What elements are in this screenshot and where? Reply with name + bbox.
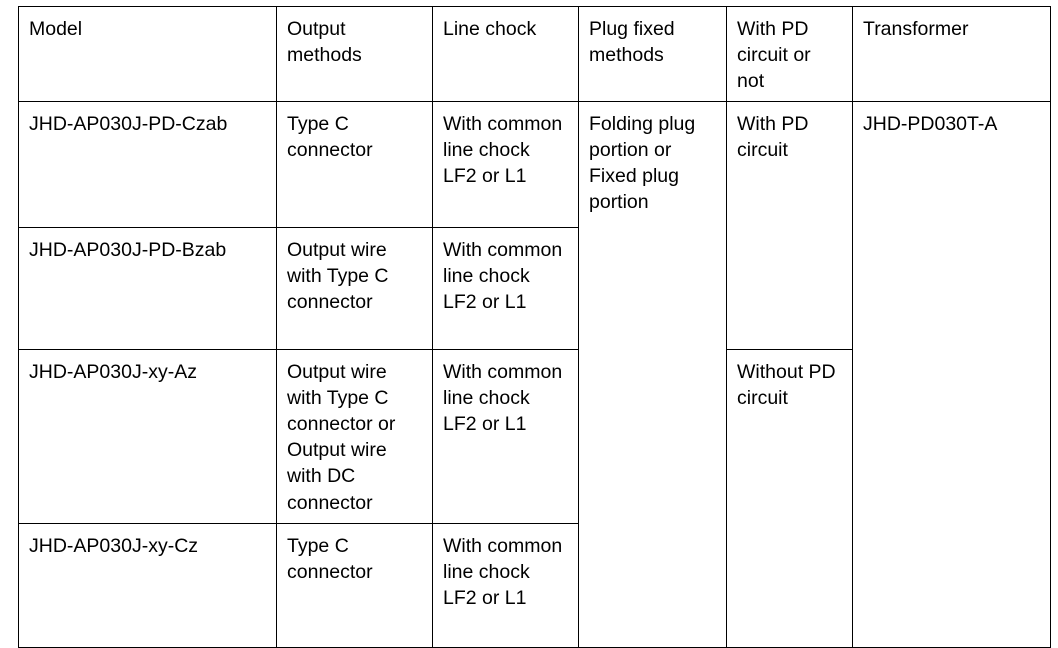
cell-output-methods: Output wire with Type C connector or Out…: [276, 348, 433, 524]
cell-line-chock: With common line chock LF2 or L1: [432, 100, 579, 228]
cell-transformer: JHD-PD030T-A: [852, 100, 1051, 648]
cell-pd-circuit-without: Without PD circuit: [726, 348, 853, 648]
cell-line-chock-text: With common line chock LF2 or L1: [443, 360, 563, 436]
cell-line-chock-text: With common line chock LF2 or L1: [443, 112, 563, 188]
table-row: JHD-AP030J-PD-Bzab Output wire with Type…: [18, 226, 1051, 350]
cell-model-text: JHD-AP030J-PD-Czab: [29, 112, 228, 135]
cell-output-methods: Type C connector: [276, 522, 433, 648]
cell-output-methods-text: Type C connector: [287, 112, 373, 161]
model-specification-table: Model Output methods Line chock Plug fix…: [18, 6, 1051, 648]
table-row: JHD-AP030J-xy-Az Output wire with Type C…: [18, 348, 1051, 648]
cell-model-text: JHD-AP030J-xy-Az: [29, 360, 197, 383]
column-header-pd-circuit: With PD circuit or not: [726, 6, 853, 102]
column-header-plug-fixed-methods-label: Plug fixed methods: [589, 18, 675, 67]
cell-model: JHD-AP030J-PD-Bzab: [18, 226, 277, 350]
cell-line-chock: With common line chock LF2 or L1: [432, 226, 579, 350]
cell-output-methods: Output wire with Type C connector: [276, 226, 433, 350]
column-header-model-label: Model: [29, 18, 83, 40]
cell-model-text: JHD-AP030J-PD-Bzab: [29, 238, 227, 261]
cell-plug-fixed-methods-text: Folding plug portion or Fixed plug porti…: [589, 112, 696, 214]
cell-line-chock: With common line chock LF2 or L1: [432, 348, 579, 524]
cell-line-chock-text: With common line chock LF2 or L1: [443, 238, 563, 314]
cell-pd-circuit-with: With PD circuit: [726, 100, 853, 350]
column-header-pd-circuit-label: With PD circuit or not: [737, 18, 811, 93]
cell-pd-circuit-with-text: With PD circuit: [737, 112, 809, 161]
table-row: JHD-AP030J-PD-Czab Type C connector With…: [18, 100, 1051, 648]
column-header-output-methods-label: Output methods: [287, 18, 362, 67]
column-header-plug-fixed-methods: Plug fixed methods: [578, 6, 727, 102]
cell-output-methods-text: Type C connector: [287, 534, 373, 583]
table-row: JHD-AP030J-xy-Cz Type C connector With c…: [18, 522, 1051, 648]
column-header-line-chock-label: Line chock: [443, 18, 537, 40]
cell-model: JHD-AP030J-xy-Cz: [18, 522, 277, 648]
column-header-line-chock: Line chock: [432, 6, 579, 102]
cell-plug-fixed-methods: Folding plug portion or Fixed plug porti…: [578, 100, 727, 648]
column-header-transformer: Transformer: [852, 6, 1051, 102]
table-header-row: Model Output methods Line chock Plug fix…: [18, 6, 1051, 102]
cell-output-methods-text: Output wire with Type C connector or Out…: [287, 360, 396, 514]
column-header-transformer-label: Transformer: [863, 18, 969, 40]
column-header-model: Model: [18, 6, 277, 102]
cell-model: JHD-AP030J-PD-Czab: [18, 100, 277, 228]
cell-line-chock: With common line chock LF2 or L1: [432, 522, 579, 648]
column-header-output-methods: Output methods: [276, 6, 433, 102]
cell-transformer-text: JHD-PD030T-A: [863, 112, 998, 135]
cell-model: JHD-AP030J-xy-Az: [18, 348, 277, 524]
cell-output-methods-text: Output wire with Type C connector: [287, 238, 389, 314]
cell-output-methods: Type C connector: [276, 100, 433, 228]
cell-model-text: JHD-AP030J-xy-Cz: [29, 534, 199, 557]
cell-line-chock-text: With common line chock LF2 or L1: [443, 534, 563, 610]
cell-pd-circuit-without-text: Without PD circuit: [737, 360, 836, 409]
